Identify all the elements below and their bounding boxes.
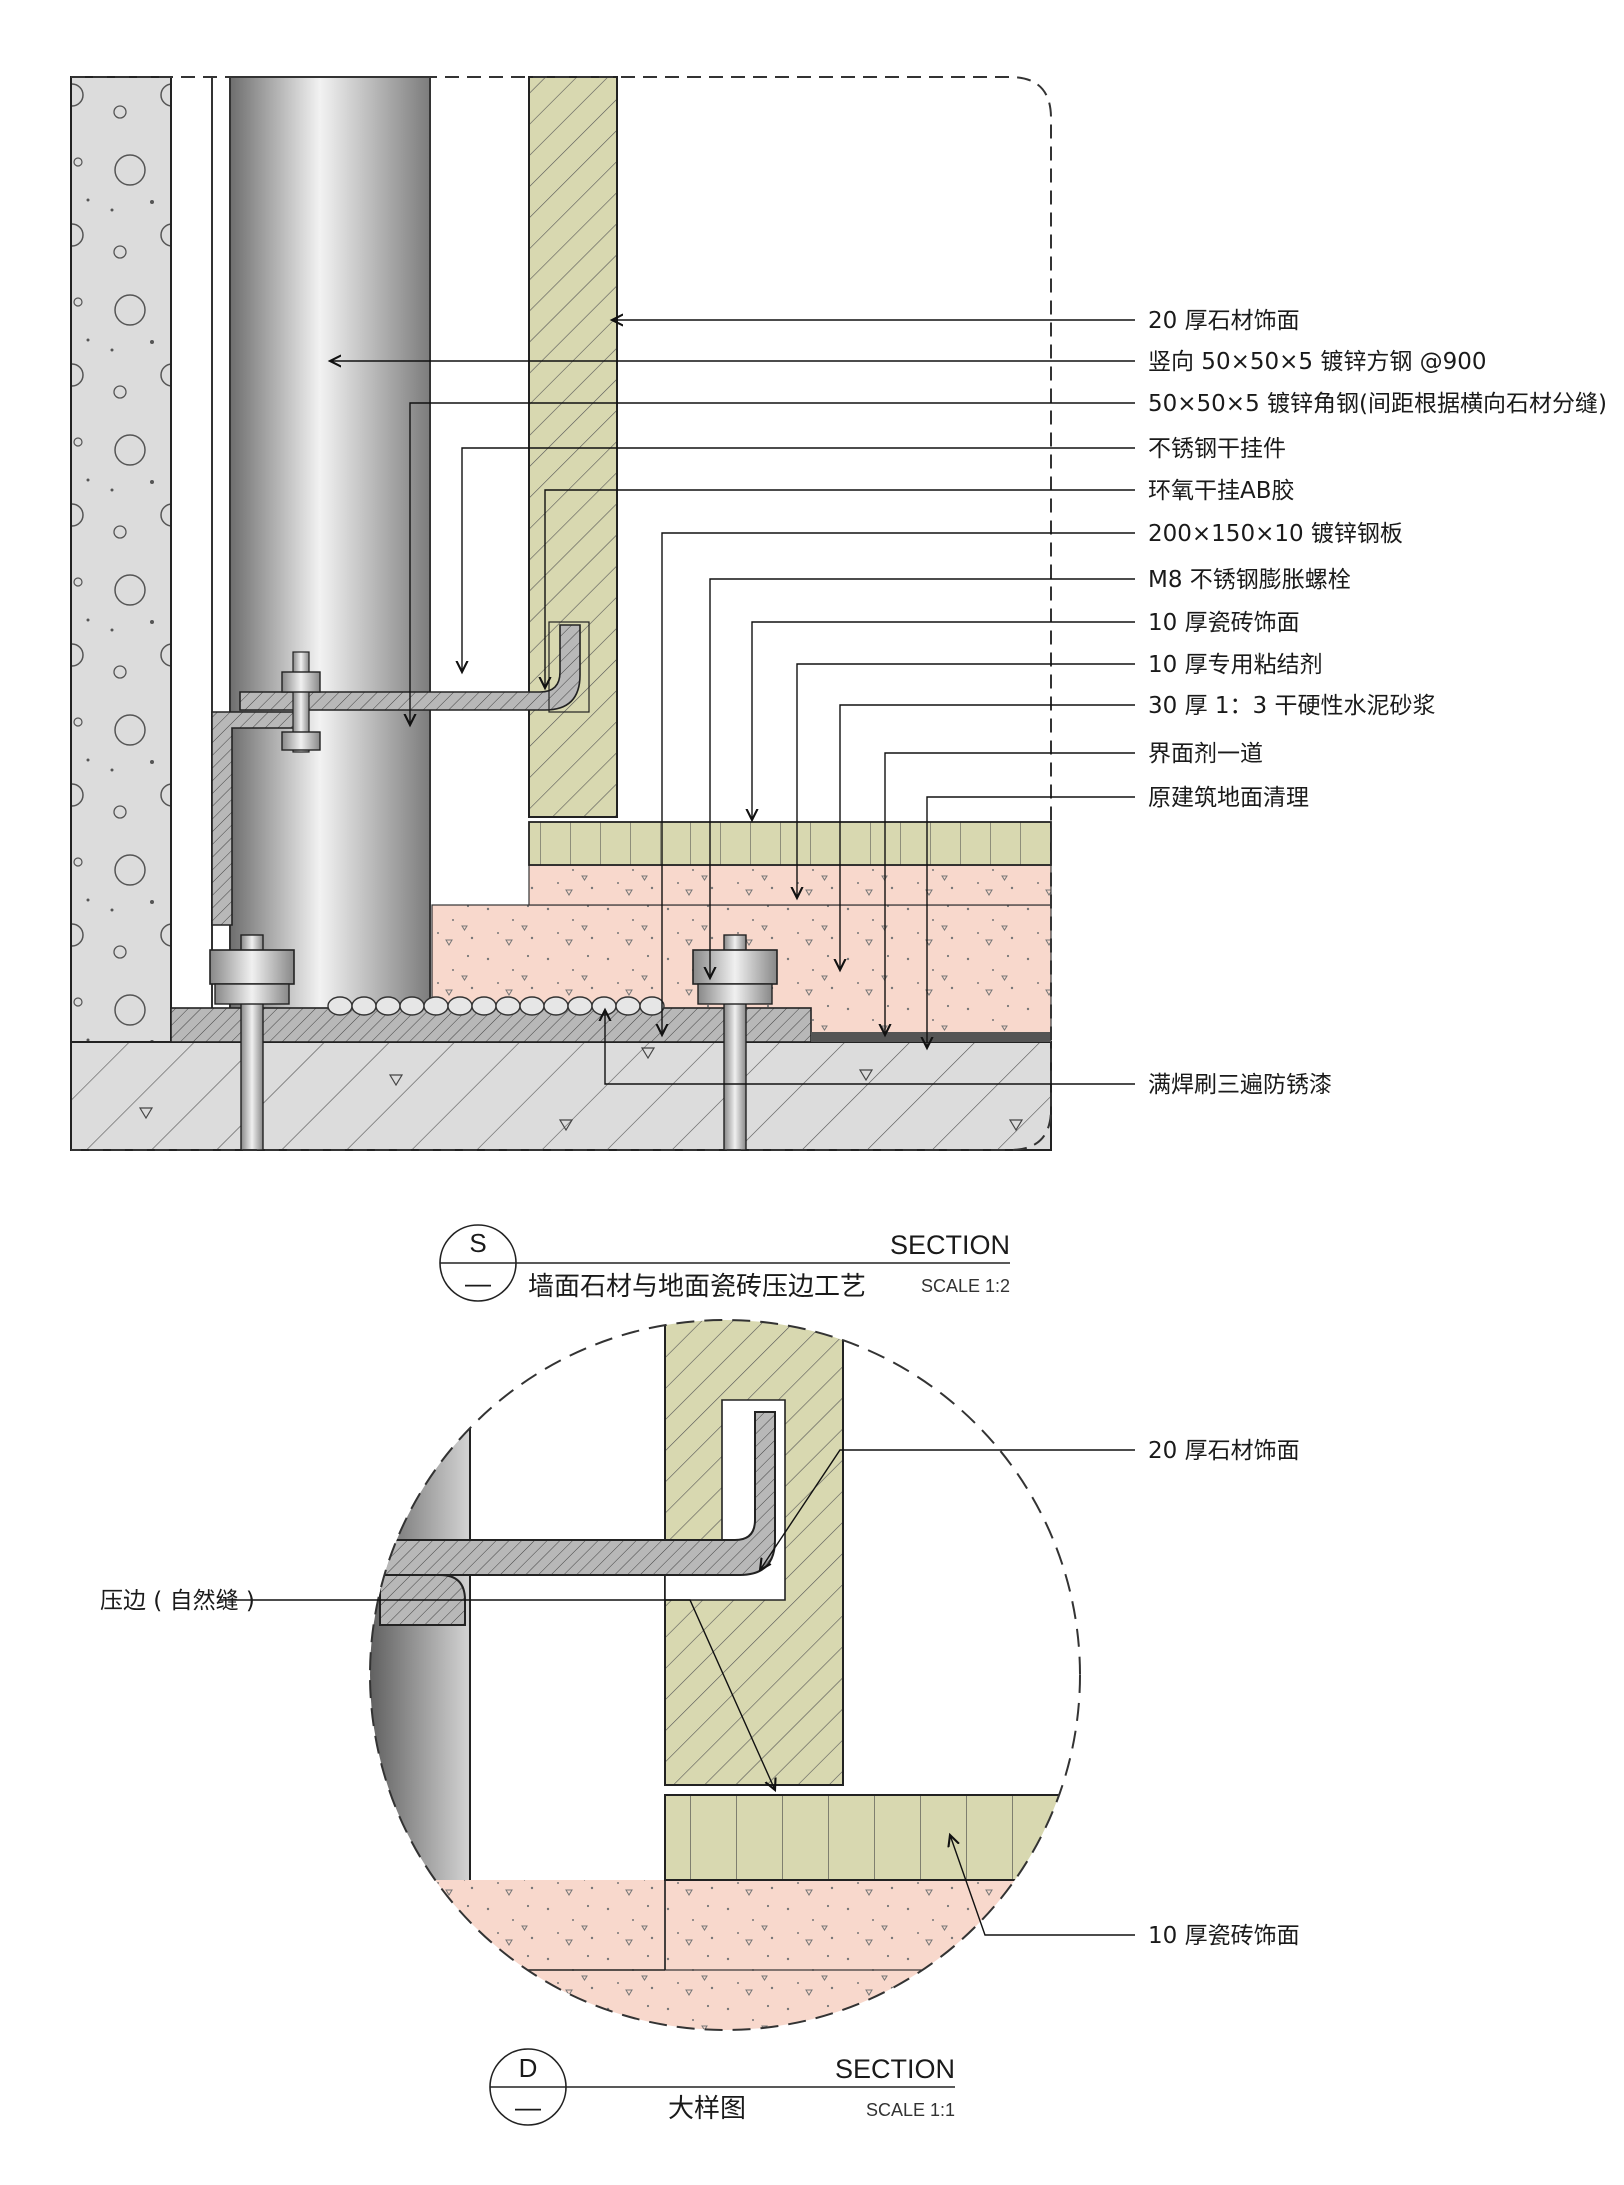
detail-square-steel xyxy=(370,1320,471,2030)
floor-tile xyxy=(528,821,1052,866)
section-s-tag-sub: — xyxy=(465,1268,491,1298)
detail-callout-edge: 压边 ( 自然缝 ) xyxy=(100,1588,255,1614)
section-s-label: SECTION xyxy=(890,1230,1010,1260)
detail-d-label: SECTION xyxy=(835,2054,955,2084)
concrete-wall xyxy=(70,76,172,1043)
section-s-drawing xyxy=(70,76,1052,1151)
callout-vertical-square-steel: 竖向 50×50×5 镀锌方钢 @900 xyxy=(1148,349,1487,375)
detail-d-drawing xyxy=(370,1320,1080,2030)
vertical-square-steel xyxy=(229,76,431,1016)
callout-steel-plate: 200×150×10 镀锌钢板 xyxy=(1148,521,1403,547)
detail-d-leaders xyxy=(220,1449,1135,1936)
section-s-scale: SCALE 1:2 xyxy=(921,1276,1010,1296)
detail-floor-tile xyxy=(664,1794,1080,1881)
floor-slab xyxy=(70,1041,1052,1151)
detail-boundary xyxy=(71,76,1052,1151)
section-s-callouts: 20 厚石材饰面 竖向 50×50×5 镀锌方钢 @900 50×50×5 镀锌… xyxy=(1148,308,1607,1098)
detail-d-boundary xyxy=(369,1319,1081,2031)
weld-bead xyxy=(327,996,665,1016)
callout-epoxy-glue: 环氧干挂AB胶 xyxy=(1148,478,1295,504)
callout-stone-cladding: 20 厚石材饰面 xyxy=(1148,308,1300,334)
callout-stainless-hanger: 不锈钢干挂件 xyxy=(1148,436,1286,462)
adhesive-layer xyxy=(528,864,1052,906)
detail-callout-stone: 20 厚石材饰面 xyxy=(1148,1438,1300,1464)
anchor-bolt-right xyxy=(692,934,778,1151)
section-s-title-block: S — SECTION 墙面石材与地面瓷砖压边工艺 SCALE 1:2 xyxy=(439,1224,1010,1302)
callout-floor-clean: 原建筑地面清理 xyxy=(1148,785,1309,811)
section-s-leaders xyxy=(330,320,1135,1085)
section-s-tag: S xyxy=(469,1228,486,1258)
callout-mortar: 30 厚 1：3 干硬性水泥砂浆 xyxy=(1148,693,1435,719)
callout-expansion-bolt: M8 不锈钢膨胀螺栓 xyxy=(1148,567,1351,593)
hanger-bolt xyxy=(281,651,321,753)
detail-d-tag: D xyxy=(519,2053,538,2083)
detail-d-tag-sub: — xyxy=(515,2092,541,2122)
callout-angle-steel: 50×50×5 镀锌角钢(间距根据横向石材分缝) xyxy=(1148,391,1607,417)
callout-weld: 满焊刷三遍防锈漆 xyxy=(1148,1072,1332,1098)
detail-d-callouts: 20 厚石材饰面 压边 ( 自然缝 ) 10 厚瓷砖饰面 xyxy=(100,1438,1300,1949)
callout-floor-tile: 10 厚瓷砖饰面 xyxy=(1148,610,1300,636)
detail-d-scale: SCALE 1:1 xyxy=(866,2100,955,2120)
detail-d-title-block: D — SECTION 大样图 SCALE 1:1 xyxy=(489,2048,955,2126)
section-s-title: 墙面石材与地面瓷砖压边工艺 xyxy=(528,1271,866,1301)
detail-hanger xyxy=(379,1411,776,1576)
callout-interface-agent: 界面剂一道 xyxy=(1148,741,1263,767)
detail-callout-tile: 10 厚瓷砖饰面 xyxy=(1148,1923,1300,1949)
anchor-bolt-left xyxy=(209,934,295,1151)
callout-adhesive: 10 厚专用粘结剂 xyxy=(1148,652,1323,678)
detail-d-title: 大样图 xyxy=(668,2093,746,2123)
